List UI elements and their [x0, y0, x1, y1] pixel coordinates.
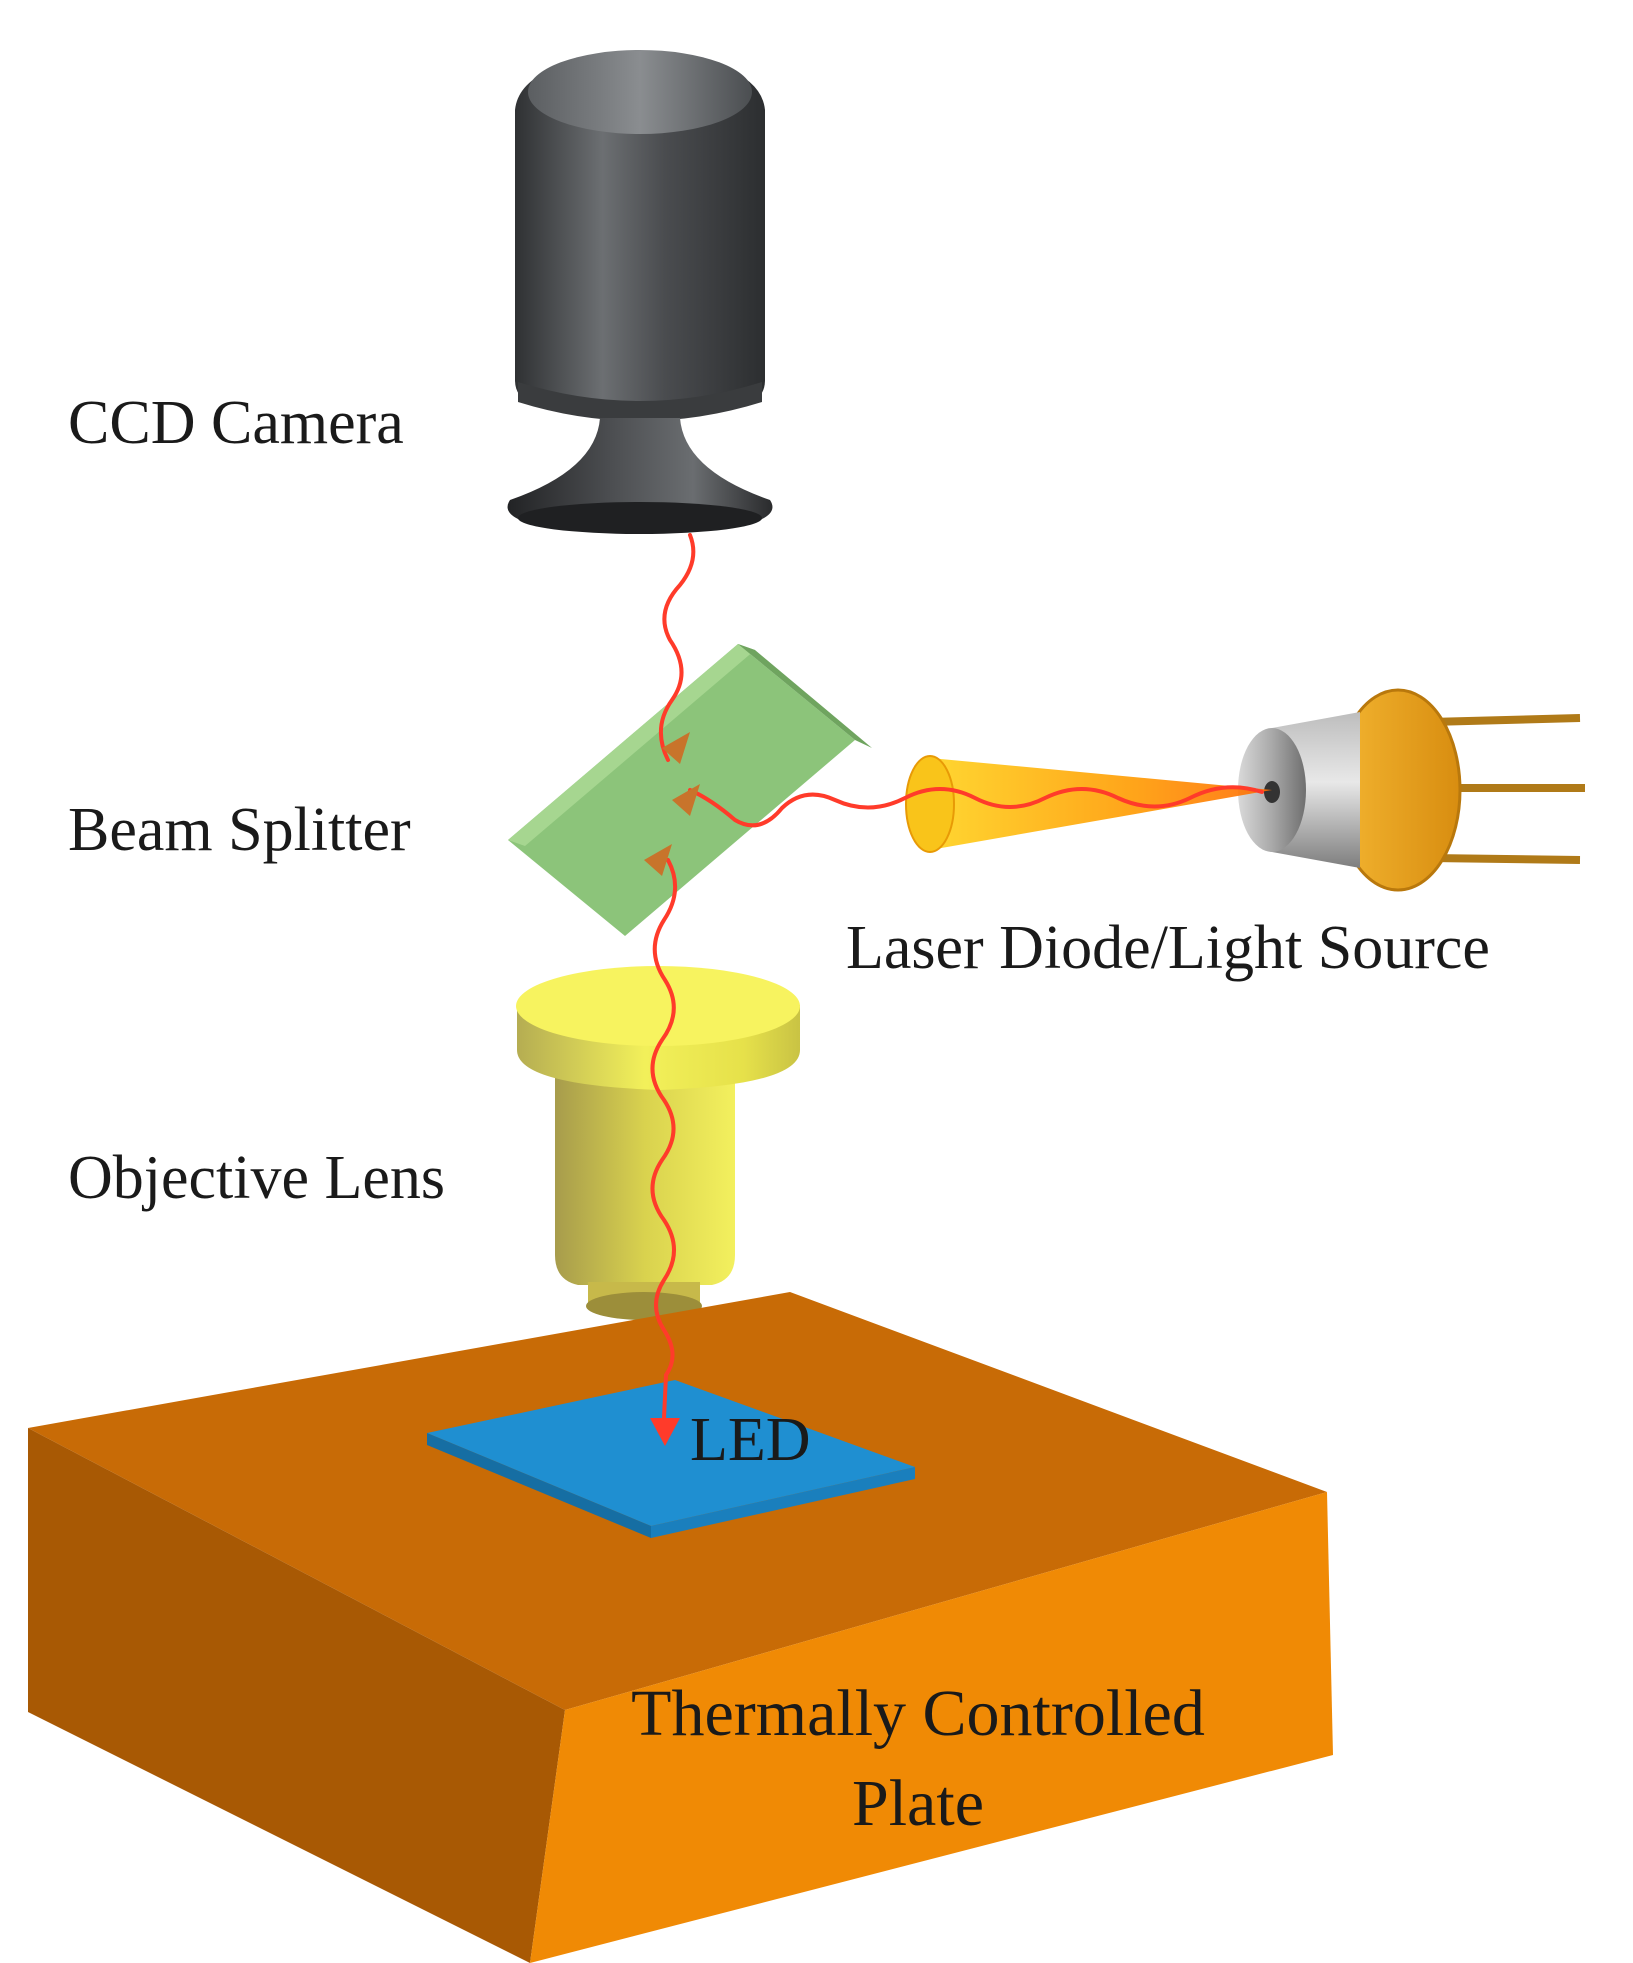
label-plate-line2: Plate [852, 1767, 984, 1840]
plate-front [530, 1492, 1333, 1963]
arrowhead-1 [662, 732, 690, 764]
led-edge-right [651, 1467, 915, 1538]
splitter-face [508, 644, 855, 936]
beam-camera-to-splitter [658, 533, 696, 762]
camera-base [518, 502, 762, 534]
laser-diode [1238, 688, 1585, 892]
laser-pin-1 [1429, 714, 1581, 726]
beam-laser-to-splitter [688, 785, 1264, 828]
led-edge-left [427, 1433, 651, 1538]
laser-pin-3 [1429, 854, 1581, 864]
beam-splitter [508, 644, 872, 936]
splitter-top-face [508, 644, 755, 846]
laser-aperture [1264, 781, 1280, 803]
camera-top [528, 50, 752, 134]
beam-arrowheads [644, 732, 700, 876]
label-ccd-camera: CCD Camera [68, 389, 404, 457]
laser-cone [905, 755, 1272, 853]
label-objective-lens: Objective Lens [68, 1144, 445, 1212]
objective-top [516, 966, 800, 1046]
arrowhead-3 [644, 844, 672, 876]
beam-arrowhead-led [650, 1418, 680, 1446]
camera-ring [518, 382, 762, 421]
beam-splitter-to-led [650, 858, 678, 1420]
camera-neck [507, 418, 773, 520]
laser-cone-mouth [905, 755, 955, 853]
led-top [427, 1380, 915, 1526]
splitter-right-face [738, 644, 872, 748]
arrowhead-2 [672, 784, 700, 816]
camera-body [515, 52, 765, 402]
ccd-camera [507, 50, 773, 534]
objective-tube [555, 1050, 735, 1285]
label-laser-diode: Laser Diode/Light Source [846, 914, 1490, 982]
plate-side [28, 1428, 565, 1963]
objective-lens [516, 966, 800, 1320]
label-plate-line1: Thermally Controlled [631, 1677, 1205, 1750]
label-led: LED [690, 1406, 811, 1474]
label-beam-splitter: Beam Splitter [68, 796, 411, 864]
laser-cone-body [930, 758, 1272, 850]
light-path [650, 533, 1264, 1420]
led-chip [427, 1380, 915, 1538]
laser-flange [1336, 690, 1460, 890]
